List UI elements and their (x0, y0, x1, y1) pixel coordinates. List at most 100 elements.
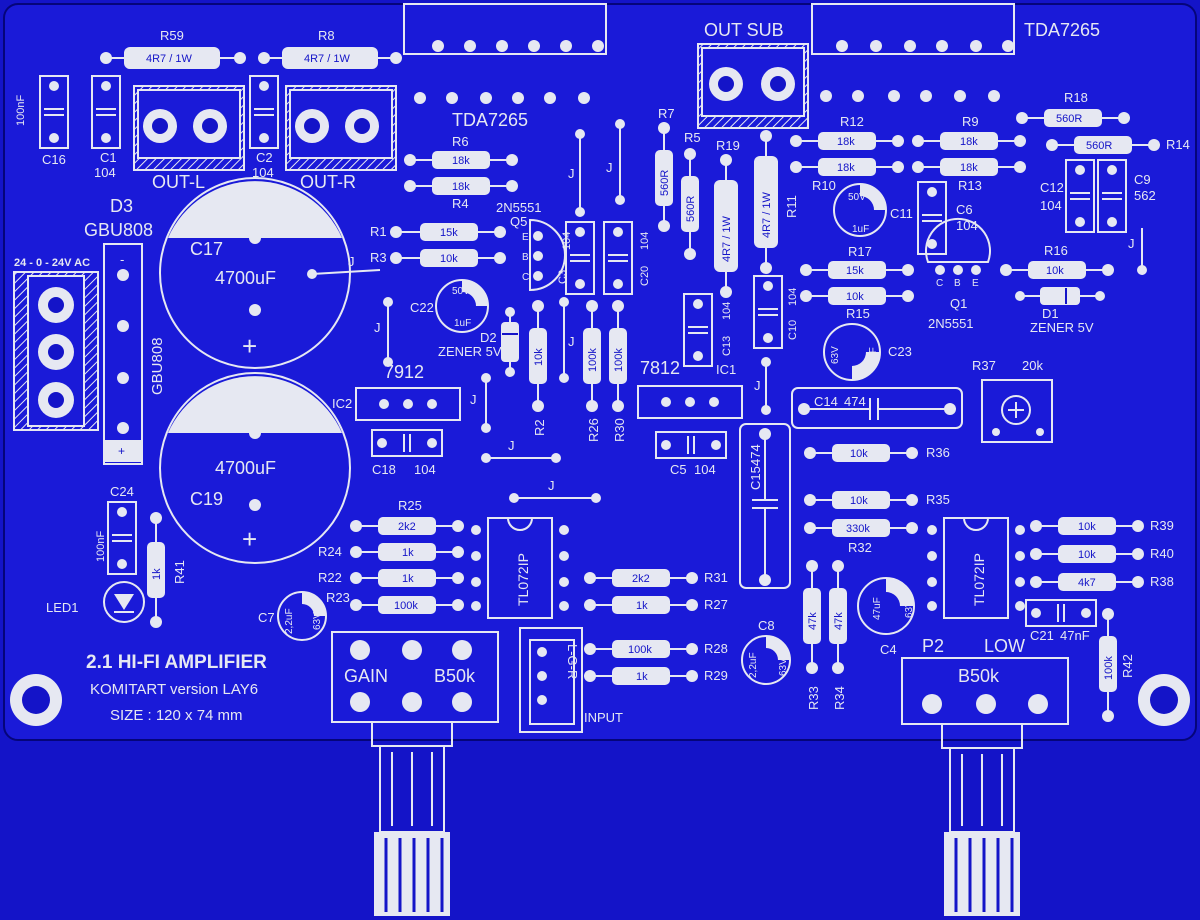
input-connector (519, 627, 583, 733)
r11-value: 4R7 / 1W (761, 192, 773, 238)
r34-value: 47k (833, 612, 845, 630)
regulator-7812 (637, 385, 743, 419)
cap-c5 (655, 431, 727, 459)
r17-ref: R17 (848, 244, 872, 259)
r59-value: 4R7 / 1W (146, 53, 192, 65)
q1-pin-b: B (954, 278, 961, 289)
r24-value: 1k (402, 547, 414, 559)
c12-value: 104 (1040, 198, 1062, 213)
r14-value: 560R (1086, 140, 1112, 152)
r15-ref: R15 (846, 306, 870, 321)
cap-c8 (741, 635, 791, 685)
cap-c10 (753, 275, 783, 349)
resistor-r1 (390, 223, 506, 241)
resistor-r31 (584, 569, 698, 587)
cap-c6 (917, 181, 947, 255)
c17-plus: + (242, 331, 257, 361)
r9-value: 18k (960, 136, 978, 148)
c15-ref: C15 (748, 466, 763, 490)
r8-value: 4R7 / 1W (304, 53, 350, 65)
cap-c19 (159, 372, 351, 564)
c11-voltage: 50V (848, 192, 866, 203)
r36-ref: R36 (926, 445, 950, 460)
r32-value: 330k (846, 523, 870, 535)
gain-label: GAIN (344, 666, 388, 686)
resistor-r59 (100, 47, 246, 69)
cap-c4 (857, 577, 915, 635)
resistor-r40 (1030, 545, 1144, 563)
r28-ref: R28 (704, 641, 728, 656)
resistor-r35 (804, 491, 918, 509)
opamp-right-label: TL072IP (971, 553, 987, 606)
r13-value: 18k (960, 162, 978, 174)
c18-value: 104 (414, 462, 436, 477)
reg-7812-label: 7812 (640, 358, 680, 378)
r8-ref: R8 (318, 28, 335, 43)
q1-pin-e: E (972, 278, 979, 289)
zener-d1 (1015, 287, 1105, 305)
c7-voltage: 63V (312, 612, 323, 630)
resistor-r23 (350, 596, 464, 614)
r10-value: 18k (837, 162, 855, 174)
resistor-r24 (350, 543, 464, 561)
cap-c11 (833, 183, 887, 237)
c11-capacitance: 1uF (852, 224, 869, 235)
r13-ref: R13 (958, 178, 982, 193)
r33-value: 47k (807, 612, 819, 630)
r16-ref: R16 (1044, 243, 1068, 258)
r23-value: 100k (394, 600, 418, 612)
c10-ref: C10 (787, 320, 799, 340)
r6-ref: R6 (452, 134, 469, 149)
resistor-r15 (800, 287, 914, 305)
tda7265-left (403, 3, 607, 104)
r29-value: 1k (636, 671, 648, 683)
jumper-8 (509, 493, 601, 503)
tda7265-sub (811, 3, 1015, 102)
resistor-r17 (800, 261, 914, 279)
r22-ref: R22 (318, 570, 342, 585)
c17-ref: C17 (190, 239, 223, 259)
r26-value: 100k (587, 348, 599, 372)
jumper-6-label: J (470, 392, 477, 407)
q5-ref: Q5 (510, 214, 527, 229)
input-pins-label: L-G-R (565, 644, 580, 679)
r42-value: 100k (1103, 656, 1115, 680)
r4-ref: R4 (452, 196, 469, 211)
terminal-out-left (133, 85, 245, 171)
out-left-label: OUT-L (152, 172, 205, 192)
c1-value: 104 (94, 165, 116, 180)
r5-ref: R5 (684, 130, 701, 145)
r24-ref: R24 (318, 544, 342, 559)
r2-value: 10k (533, 348, 545, 366)
resistor-r16 (1000, 261, 1114, 279)
r7-ref: R7 (658, 106, 675, 121)
r40-value: 10k (1078, 549, 1096, 561)
pot-low (901, 657, 1069, 916)
resistor-r27 (584, 596, 698, 614)
resistor-r5 (681, 148, 699, 260)
r17-value: 15k (846, 265, 864, 277)
r1-ref: R1 (370, 224, 387, 239)
c14-ref: C14 (814, 394, 838, 409)
rectifier-ref: D3 (110, 196, 133, 216)
resistor-r6 (404, 151, 518, 169)
r12-value: 18k (837, 136, 855, 148)
board-title: 2.1 HI-FI AMPLIFIER (86, 652, 267, 673)
c16-value: 100nF (15, 95, 27, 126)
resistor-r19 (714, 154, 738, 298)
resistor-r41 (147, 512, 165, 628)
r14-ref: R14 (1166, 137, 1190, 152)
r30-value: 100k (613, 348, 625, 372)
opamp-left-label: TL072IP (515, 553, 531, 606)
c23-voltage: 63V (830, 346, 841, 364)
c18-ref: C18 (372, 462, 396, 477)
trimmer-r37 (981, 379, 1053, 443)
resistor-r39 (1030, 517, 1144, 535)
c20-value: 104 (639, 232, 651, 250)
cap-c12 (1065, 159, 1095, 233)
cap-c21 (1025, 599, 1097, 627)
r31-value: 2k2 (632, 573, 650, 585)
jumper-5 (559, 297, 569, 383)
c5-value: 104 (694, 462, 716, 477)
resistor-r28 (584, 640, 698, 658)
